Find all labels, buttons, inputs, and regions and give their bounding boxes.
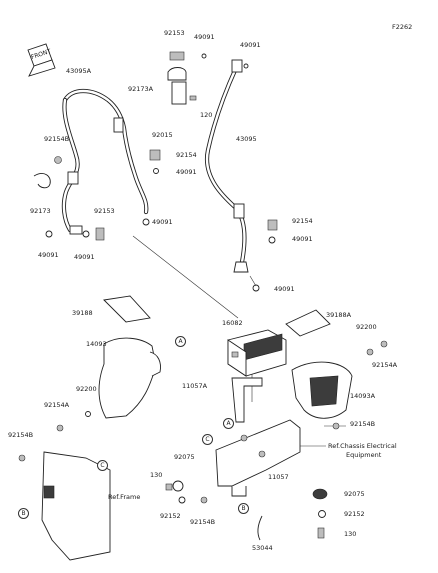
- ref-chassis-electrical: Ref.Chassis Electrical: [328, 442, 397, 450]
- collar-92152-left: [178, 496, 186, 504]
- label-49091-mid: 49091: [176, 168, 197, 176]
- label-92200-left: 92200: [76, 385, 97, 393]
- bolt-92154-right: [267, 219, 278, 231]
- label-92173a: 92173A: [128, 85, 154, 93]
- label-92200-right: 92200: [356, 323, 377, 331]
- label-39188a: 39188A: [326, 311, 352, 319]
- label-92153-top: 92153: [164, 29, 185, 37]
- bolt-92154b-left: [54, 156, 62, 164]
- label-130-right: 130: [344, 530, 357, 538]
- ref-chassis-equipment: Equipment: [346, 451, 382, 459]
- label-49091-right2: 49091: [274, 285, 295, 293]
- label-14093: 14093: [86, 340, 107, 348]
- callout-a-lower: A: [223, 418, 234, 429]
- label-49091-l2: 49091: [74, 253, 95, 261]
- label-49091-l1: 49091: [38, 251, 59, 259]
- label-92154-mid: 92154: [176, 151, 197, 159]
- callout-b-right: B: [238, 503, 249, 514]
- label-39188: 39188: [72, 309, 93, 317]
- bolt-92154a-right: [380, 340, 388, 348]
- bolt-92154b-far: [18, 454, 26, 462]
- bracket-11057: [215, 419, 301, 497]
- ref-frame: Ref.Frame: [108, 493, 141, 501]
- label-92152-left: 92152: [160, 512, 181, 520]
- frame-bolt: [43, 485, 55, 499]
- label-11057: 11057: [268, 473, 289, 481]
- seal-39188: [103, 295, 151, 323]
- bolt-92154a-left: [56, 424, 64, 432]
- bolt-92154b-right: [332, 422, 340, 430]
- label-14093a: 14093A: [350, 392, 376, 400]
- label-92075-right: 92075: [344, 490, 365, 498]
- callout-a-upper: A: [175, 336, 186, 347]
- label-43095: 43095: [236, 135, 257, 143]
- label-49091-mid2: 49091: [152, 218, 173, 226]
- cover-14093a-detail: [309, 375, 339, 407]
- washer-49091-right: [268, 236, 276, 244]
- label-49091-top2: 49091: [240, 41, 261, 49]
- bolt-130-right: [317, 527, 325, 539]
- label-53044: 53044: [252, 544, 273, 552]
- label-43095a: 43095A: [66, 67, 92, 75]
- frame-section: [41, 451, 111, 561]
- callout-c-right: C: [202, 434, 213, 445]
- label-92154a-left: 92154A: [44, 401, 70, 409]
- brake-hose-43095: [204, 59, 249, 273]
- label-130-left: 130: [150, 471, 163, 479]
- bolt-130-left: [165, 483, 173, 491]
- washer-92200-left: [85, 411, 91, 417]
- label-92154-right: 92154: [292, 217, 313, 225]
- label-92154a-right: 92154A: [372, 361, 398, 369]
- label-120: 120: [200, 111, 213, 119]
- label-92153-left: 92153: [94, 207, 115, 215]
- label-49091-right: 49091: [292, 235, 313, 243]
- label-92152-right: 92152: [344, 510, 365, 518]
- label-92075-left: 92075: [174, 453, 195, 461]
- front-arrow-icon: [27, 43, 56, 77]
- washer-49091-left: [45, 230, 53, 238]
- label-92154b-left: 92154B: [44, 135, 70, 143]
- cover-14093: [98, 337, 157, 419]
- label-11057a: 11057A: [182, 382, 208, 390]
- label-92154b-bottom: 92154B: [190, 518, 216, 526]
- callout-b-left: B: [18, 508, 29, 519]
- label-92154b-right: 92154B: [350, 420, 376, 428]
- label-92154b-far: 92154B: [8, 431, 34, 439]
- label-49091-top1: 49091: [194, 33, 215, 41]
- washer-49091-right2: [252, 284, 260, 292]
- clip-92173: [33, 173, 51, 189]
- bolt-92154b-bottom: [200, 496, 208, 504]
- brake-hose-43095a: [61, 88, 149, 241]
- bracket-11057a: [231, 377, 263, 423]
- seal-39188a: [285, 309, 331, 337]
- label-16082: 16082: [222, 319, 243, 327]
- label-92015: 92015: [152, 131, 173, 139]
- grommet-92075-left: [172, 480, 184, 492]
- callout-c-left: C: [97, 460, 108, 471]
- washer-49091-mid: [142, 218, 150, 226]
- cover-14093-lip: [149, 351, 161, 377]
- washer-92200-right: [366, 348, 374, 356]
- figure-code: F2262: [392, 23, 413, 31]
- grommet-92075-right: [312, 488, 328, 500]
- tube-53044: [257, 515, 263, 541]
- collar-92152-right: [318, 510, 326, 518]
- top-fittings: [149, 51, 249, 174]
- label-92173: 92173: [30, 207, 51, 215]
- abs-unit-16082: [227, 329, 287, 377]
